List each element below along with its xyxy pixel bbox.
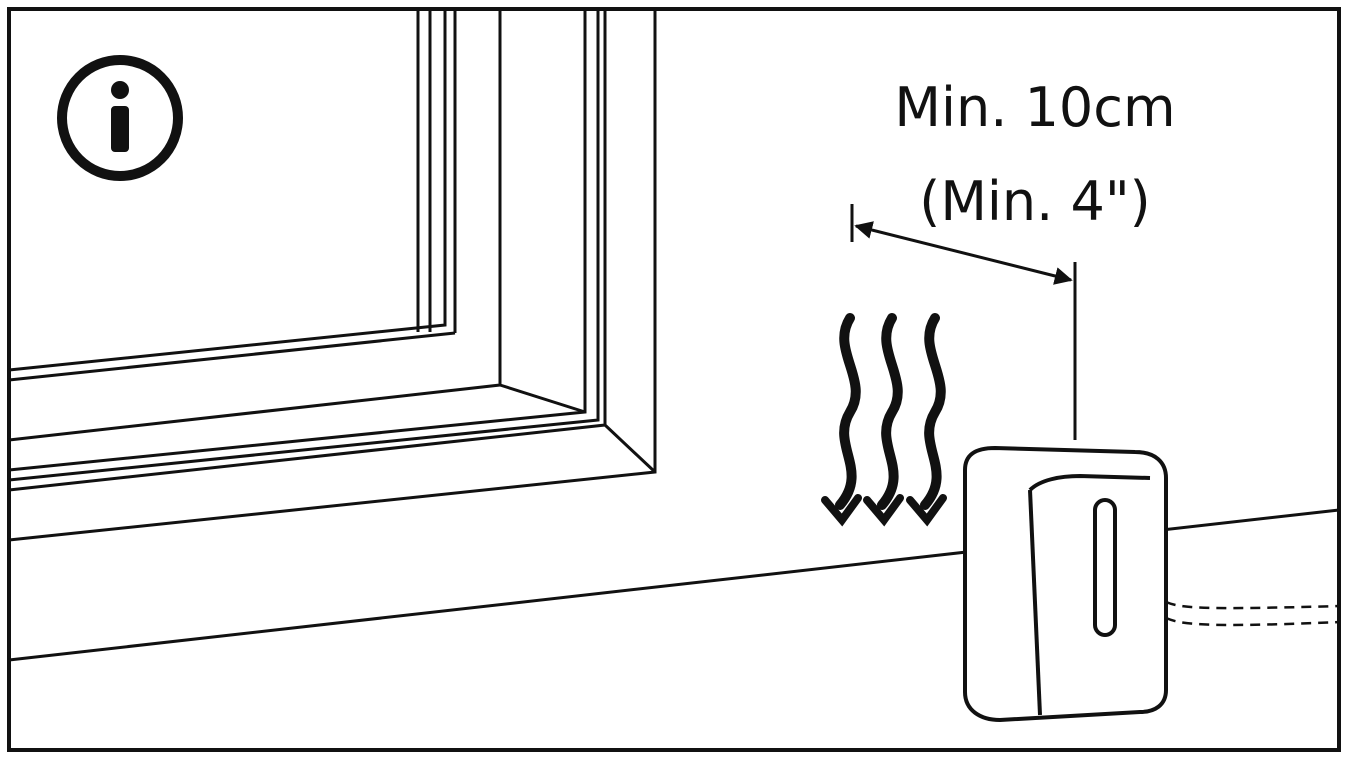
- window-frame: [8, 9, 657, 542]
- power-cable-icon: [1165, 600, 1341, 627]
- min-distance-metric-label: Min. 10cm: [894, 76, 1176, 139]
- info-icon: [57, 55, 183, 181]
- heat-waves-icon: [821, 313, 947, 527]
- speaker-device: [963, 445, 1168, 723]
- min-distance-imperial-label: (Min. 4"): [919, 170, 1151, 233]
- minimum-distance-dimension: [850, 204, 1077, 440]
